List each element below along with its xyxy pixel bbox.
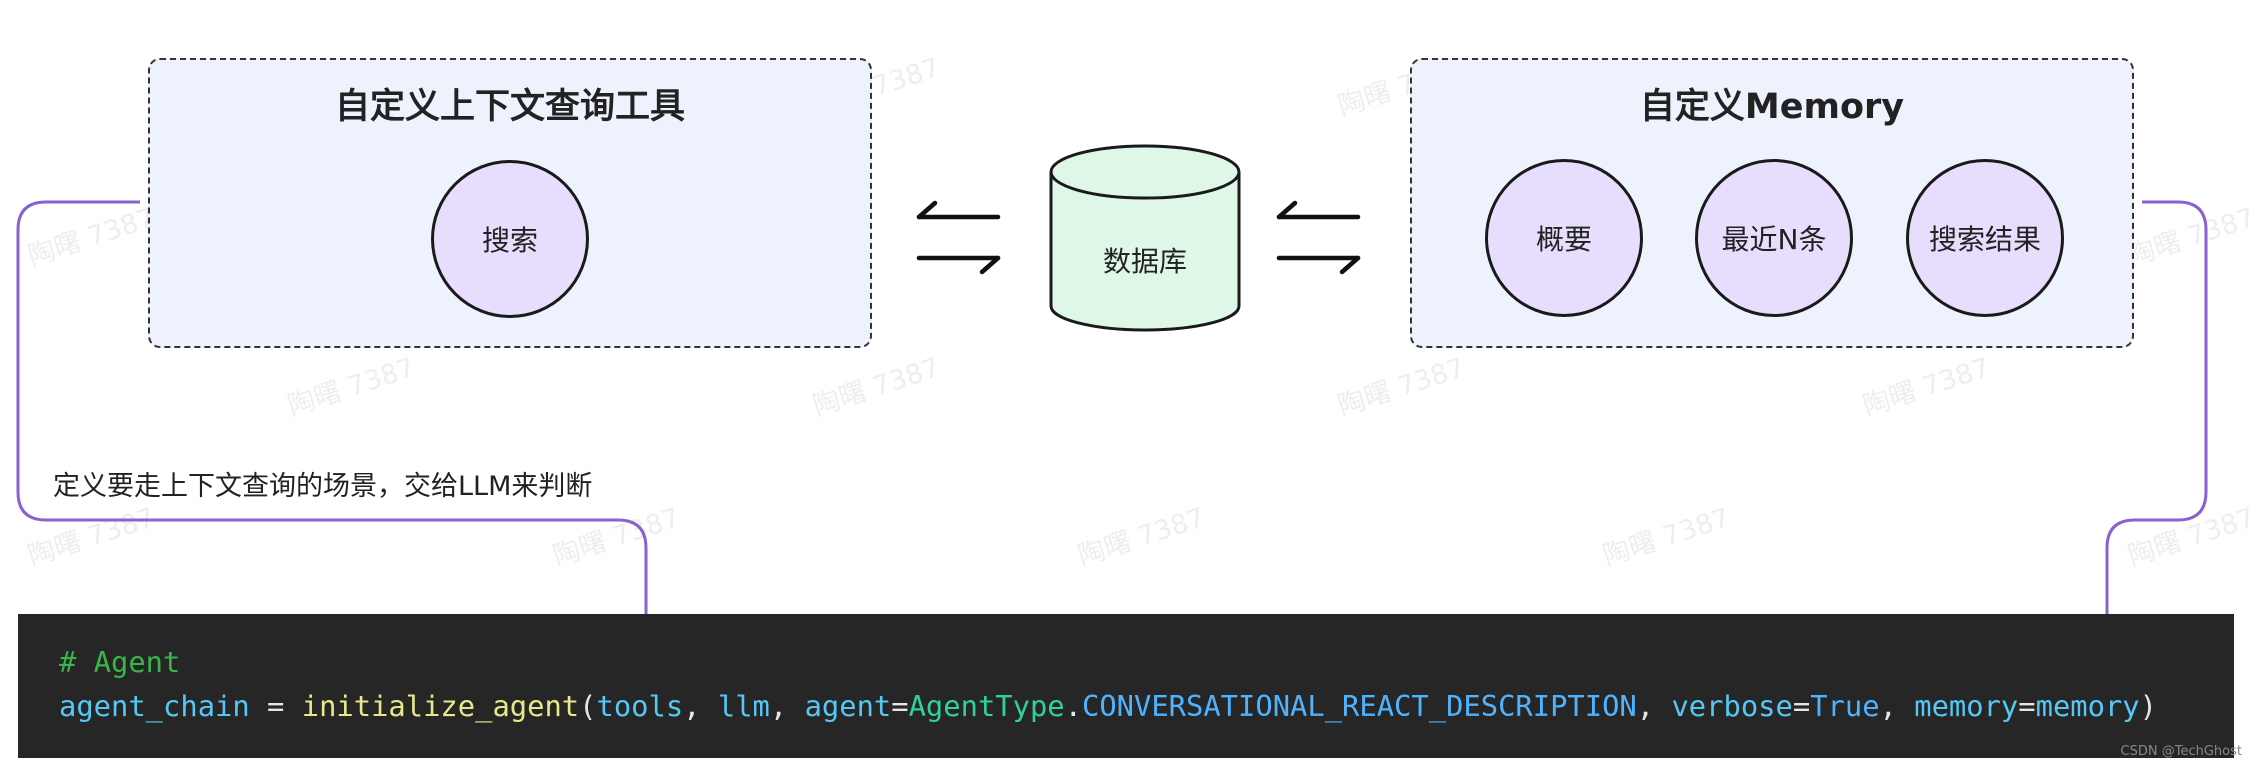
last-n-node: 最近N条 (1695, 159, 1853, 317)
code-arg-llm: llm (717, 689, 770, 723)
code-arg-tools: tools (596, 689, 684, 723)
search-results-node: 搜索结果 (1906, 159, 2064, 317)
code-sep1: , (683, 689, 718, 723)
code-eq: = (249, 689, 302, 723)
code-open: ( (579, 689, 597, 723)
credit-text: CSDN @TechGhost (2120, 744, 2242, 759)
code-type: AgentType (908, 689, 1065, 723)
search-node-label: 搜索 (481, 224, 538, 257)
code-sep4: , (1879, 689, 1915, 723)
code-const: CONVERSATIONAL_REACT_DESCRIPTION (1081, 689, 1637, 723)
code-sep2: , (769, 689, 805, 723)
code-val-true: True (1810, 689, 1880, 723)
summary-node-label: 概要 (1535, 223, 1592, 256)
group-title-right: 自定义Memory (1639, 87, 1905, 127)
code-var: agent_chain (59, 689, 250, 723)
code-block: # Agent agent_chain = initialize_agent(t… (18, 614, 2234, 758)
code-dot: . (1064, 689, 1082, 723)
connector-memory (2107, 200, 2208, 686)
code-kw-verbose: verbose (1671, 689, 1793, 723)
summary-node: 概要 (1485, 159, 1643, 317)
code-val-memory: memory (2035, 689, 2140, 723)
bidirectional-arrow-right (1276, 200, 1361, 275)
group-title-left: 自定义上下文查询工具 (334, 87, 685, 127)
database-icon (1049, 144, 1241, 332)
connector-tools (16, 200, 646, 686)
code-eq2: = (891, 689, 909, 723)
database-label: 数据库 (1103, 245, 1187, 278)
code-eq4: = (2018, 689, 2036, 723)
search-node: 搜索 (431, 160, 589, 318)
bidirectional-arrow-left (916, 200, 1001, 275)
code-kw-memory: memory (1914, 689, 2019, 723)
code-kw-agent: agent (804, 689, 892, 723)
code-comment: # Agent (59, 645, 181, 679)
code-sep3: , (1636, 689, 1672, 723)
last-n-node-label: 最近N条 (1721, 223, 1827, 256)
code-fn: initialize_agent (301, 689, 580, 723)
code-eq3: = (1792, 689, 1811, 723)
code-close: ) (2139, 689, 2157, 723)
scenario-note: 定义要走上下文查询的场景，交给LLM来判断 (53, 471, 593, 502)
search-results-node-label: 搜索结果 (1928, 223, 2041, 256)
